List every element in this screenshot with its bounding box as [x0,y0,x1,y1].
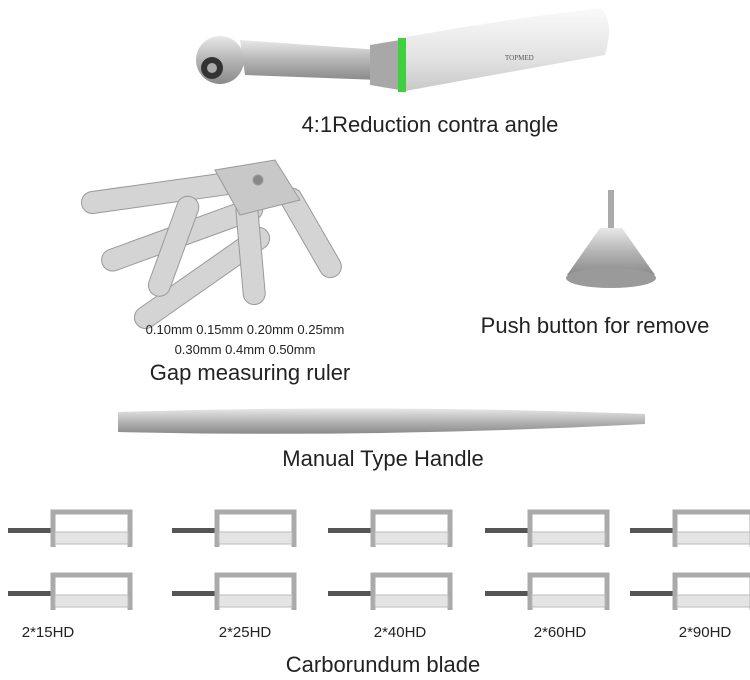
gap-measuring-ruler [81,159,342,330]
blade-1 [8,509,133,547]
blade-label-5: 2*90HD [678,624,732,641]
handle-label: Manual Type Handle [282,446,484,471]
blade-2 [172,572,297,610]
push-button-label: Push button for remove [480,313,710,338]
carborundum-blades [8,509,750,610]
blade-label-3: 2*40HD [373,624,427,641]
gauge-sizes-line1: 0.10mm 0.15mm 0.20mm 0.25mm [145,322,345,337]
blade-3 [328,509,453,547]
blade-5 [630,572,750,610]
gauge-label: Gap measuring ruler [149,360,351,385]
blade-5 [630,509,750,547]
contra-angle-handpiece: TOPMED [196,8,609,92]
push-button-tool [566,190,656,288]
handpiece-label: 4:1Reduction contra angle [301,112,559,137]
blade-label-2: 2*25HD [218,624,272,641]
blade-1 [8,572,133,610]
manual-type-handle [118,408,645,434]
blades-label: Carborundum blade [285,652,481,677]
gauge-sizes-line2: 0.30mm 0.4mm 0.50mm [174,342,316,357]
svg-text:TOPMED: TOPMED [505,54,534,62]
blade-4 [485,509,610,547]
blade-label-4: 2*60HD [533,624,587,641]
blade-4 [485,572,610,610]
blade-2 [172,509,297,547]
blade-label-1: 2*15HD [21,624,75,641]
blade-3 [328,572,453,610]
